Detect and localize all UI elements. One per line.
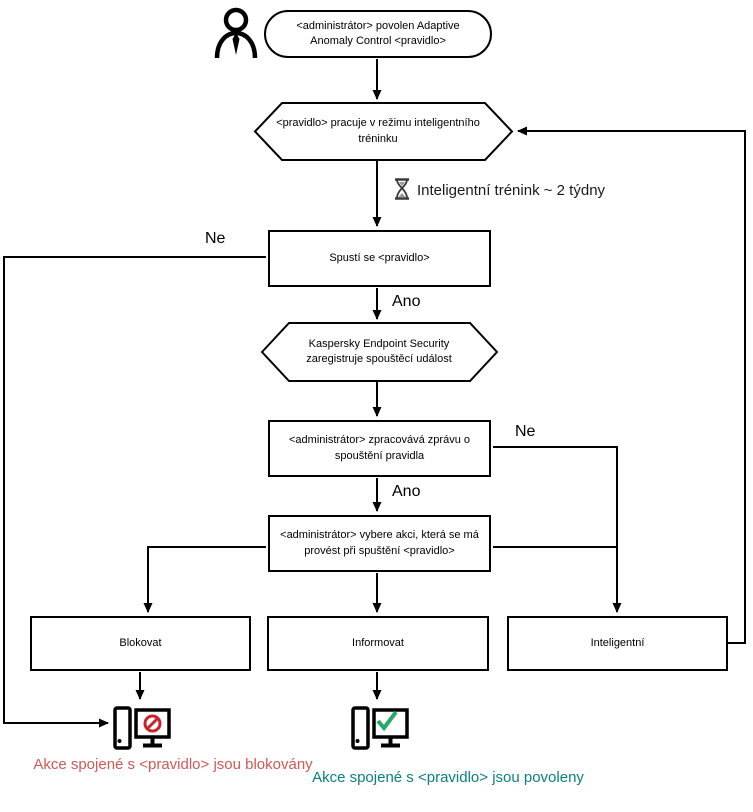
- hourglass-icon: [395, 178, 409, 200]
- computer-blocked-icon: [113, 706, 171, 750]
- edge-no-left-to-blocked: [3, 256, 266, 728]
- node-admin-processes: <administrátor> zpracovává zprávu o spou…: [268, 420, 491, 477]
- node-action-block: Blokovat: [30, 616, 251, 671]
- edge-label-ne-left: Ne: [205, 230, 226, 247]
- node-action-smart: Inteligentní: [507, 616, 728, 671]
- hexagon-kes-registers: [260, 322, 499, 382]
- edge-no-right-to-smart: [493, 446, 622, 613]
- node-kes-registers-label: Kaspersky Endpoint Security zaregistruje…: [306, 337, 452, 365]
- node-admin-selects: <administrátor> vybere akci, která se má…: [268, 515, 491, 572]
- node-training-mode-label: <pravidlo> pracuje v režimu inteligentní…: [276, 117, 480, 145]
- caption-blocked-result: Akce spojené s <pravidlo> jsou blokovány: [33, 756, 313, 773]
- edge-label-ano-2: Ano: [392, 483, 421, 500]
- edge-smart-loop-to-training: [517, 126, 746, 644]
- hexagon-training-mode: [253, 102, 514, 161]
- user-icon: [214, 7, 258, 59]
- edge-select-to-block: [143, 546, 266, 613]
- node-rule-triggered: Spustí se <pravidlo>: [268, 230, 491, 287]
- caption-allowed-result: Akce spojené s <pravidlo> jsou povoleny: [312, 769, 584, 786]
- computer-allowed-icon: [351, 706, 409, 750]
- edge-label-ne-right: Ne: [515, 423, 536, 440]
- training-duration-note: Inteligentní trénink ~ 2 týdny: [417, 182, 606, 199]
- edge-label-ano-1: Ano: [392, 293, 421, 310]
- prohibit-icon: [143, 714, 162, 733]
- check-icon: [376, 710, 398, 732]
- node-action-inform: Informovat: [267, 616, 489, 671]
- node-start: <administrátor> povolen Adaptive Anomaly…: [264, 10, 492, 58]
